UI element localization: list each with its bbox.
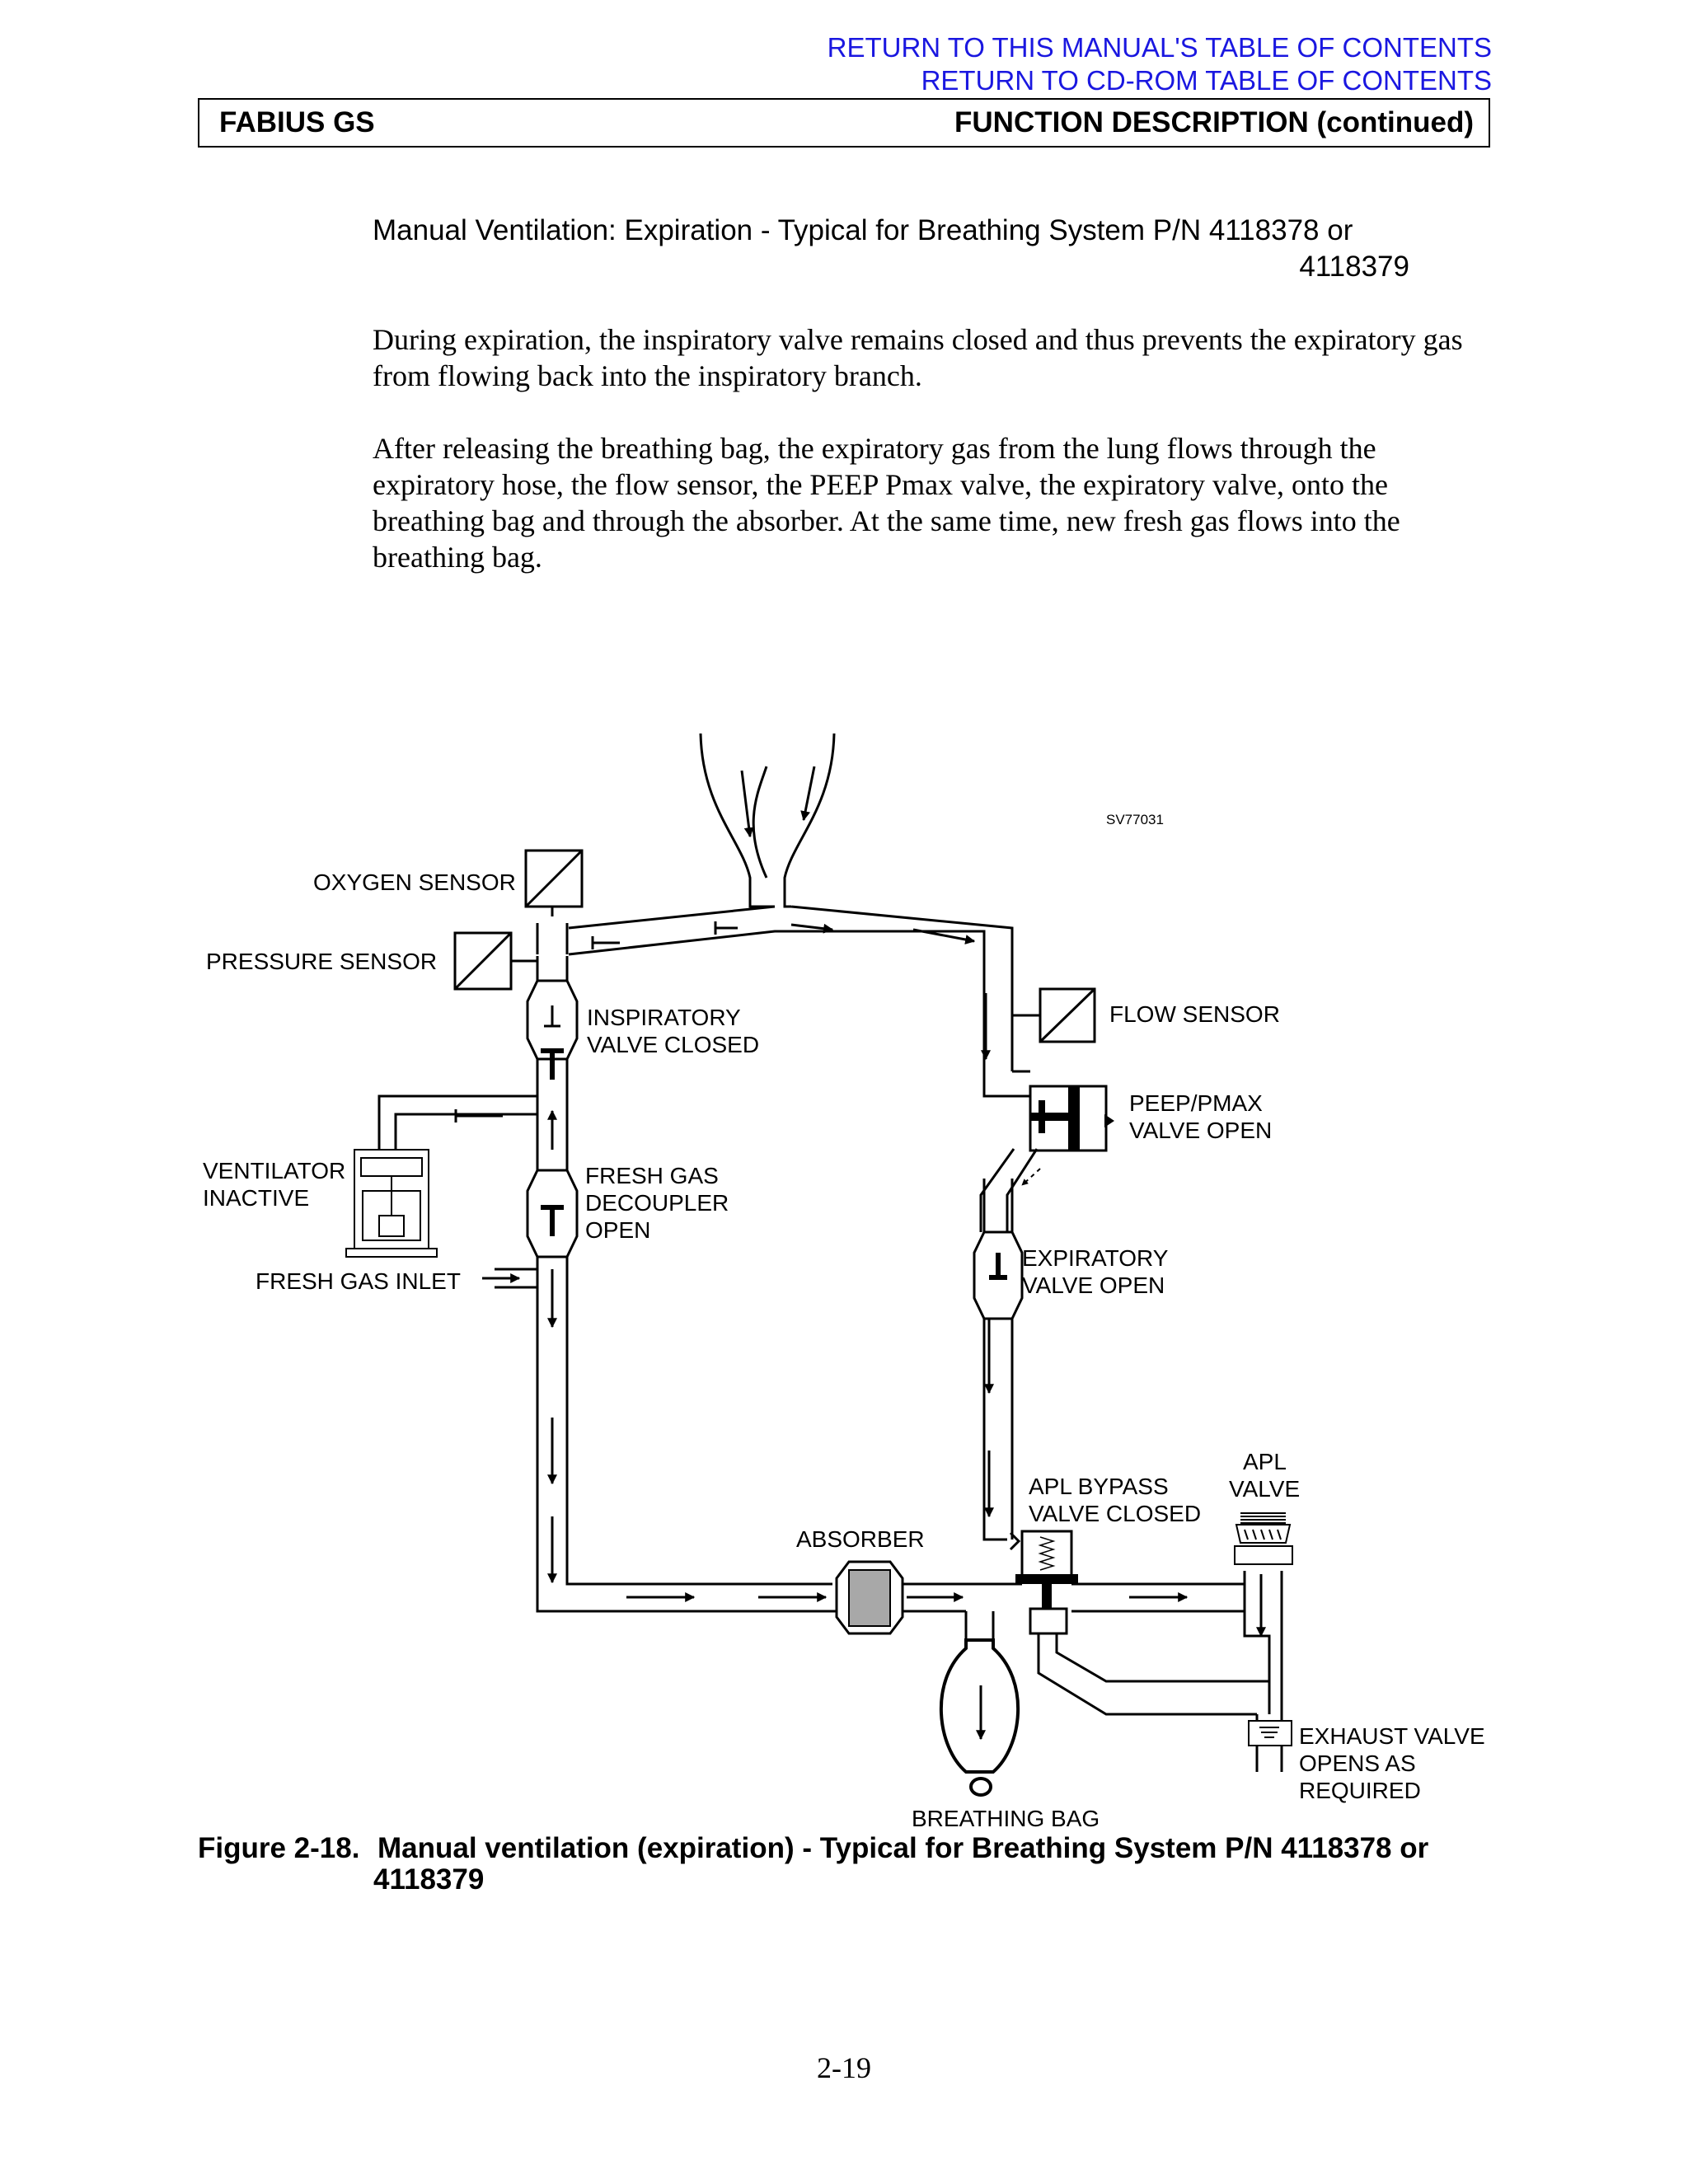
label-apl-bypass-1: APL BYPASS (1029, 1474, 1169, 1499)
figure-number: Figure 2-18. (198, 1832, 360, 1864)
figure-caption-line2: 4118379 (373, 1863, 485, 1896)
tubing (377, 898, 1283, 1772)
label-exhaust-1: EXHAUST VALVE (1299, 1723, 1485, 1749)
header-section: FUNCTION DESCRIPTION (continued) (954, 106, 1474, 138)
label-fresh-gas-2: DECOUPLER (585, 1190, 729, 1216)
page-number: 2-19 (817, 2051, 871, 2084)
header-product: FABIUS GS (219, 106, 375, 138)
label-apl-bypass-2: VALVE CLOSED (1029, 1501, 1201, 1526)
section-title-line1: Manual Ventilation: Expiration - Typical… (373, 214, 1353, 246)
label-peep-1: PEEP/PMAX (1129, 1090, 1263, 1116)
label-ventilator-1: VENTILATOR (203, 1158, 345, 1183)
label-fresh-gas-3: OPEN (585, 1217, 650, 1243)
label-ventilator-2: INACTIVE (203, 1185, 309, 1211)
label-expiratory-1: EXPIRATORY (1022, 1245, 1169, 1271)
link-cdrom-toc[interactable]: RETURN TO CD-ROM TABLE OF CONTENTS (921, 65, 1492, 96)
diagram-code: SV77031 (1106, 812, 1164, 827)
label-pressure-sensor: PRESSURE SENSOR (206, 949, 437, 974)
peep-pmax-valve (979, 1085, 1114, 1232)
label-apl-1: APL (1243, 1449, 1287, 1474)
sensors (453, 849, 1096, 1043)
label-exhaust-3: REQUIRED (1299, 1778, 1421, 1803)
apl-valve (1234, 1512, 1293, 1565)
section-title: Manual Ventilation: Expiration - Typical… (373, 213, 1409, 285)
absorber (835, 1560, 904, 1635)
label-flow-sensor: FLOW SENSOR (1109, 1001, 1280, 1027)
label-oxygen-sensor: OXYGEN SENSOR (313, 869, 516, 895)
label-peep-2: VALVE OPEN (1129, 1118, 1272, 1143)
label-fresh-gas-inlet: FRESH GAS INLET (256, 1268, 461, 1294)
figure-caption: Figure 2-18. Manual ventilation (expirati… (198, 1833, 1508, 1896)
label-absorber: ABSORBER (796, 1526, 925, 1552)
valve-discs (454, 921, 1007, 1280)
label-expiratory-2: VALVE OPEN (1022, 1272, 1165, 1298)
flow-arrows (482, 766, 1266, 1638)
paragraph-2: After releasing the breathing bag, the e… (373, 432, 1400, 574)
label-inspiratory-2: VALVE CLOSED (587, 1032, 759, 1057)
label-breathing-bag: BREATHING BAG (912, 1806, 1100, 1831)
figure-caption-line1: Manual ventilation (expiration) - Typica… (377, 1832, 1429, 1864)
label-apl-2: VALVE (1229, 1476, 1300, 1502)
paragraph-1: During expiration, the inspiratory valve… (373, 323, 1463, 392)
page-header: FABIUS GS FUNCTION DESCRIPTION (continue… (198, 98, 1490, 148)
label-fresh-gas-1: FRESH GAS (585, 1163, 719, 1188)
link-manual-toc[interactable]: RETURN TO THIS MANUAL'S TABLE OF CONTENT… (827, 32, 1492, 63)
label-exhaust-2: OPENS AS (1299, 1750, 1416, 1776)
apl-bypass-valve (1015, 1530, 1078, 1635)
patient-connector (699, 733, 836, 908)
label-inspiratory-1: INSPIRATORY (587, 1005, 741, 1030)
ventilator (345, 1149, 438, 1258)
exhaust-valve (1248, 1720, 1292, 1746)
nav-links: RETURN TO THIS MANUAL'S TABLE OF CONTENT… (828, 31, 1492, 97)
breathing-bag (940, 1638, 1020, 1797)
section-title-line2: 4118379 (1299, 251, 1409, 283)
